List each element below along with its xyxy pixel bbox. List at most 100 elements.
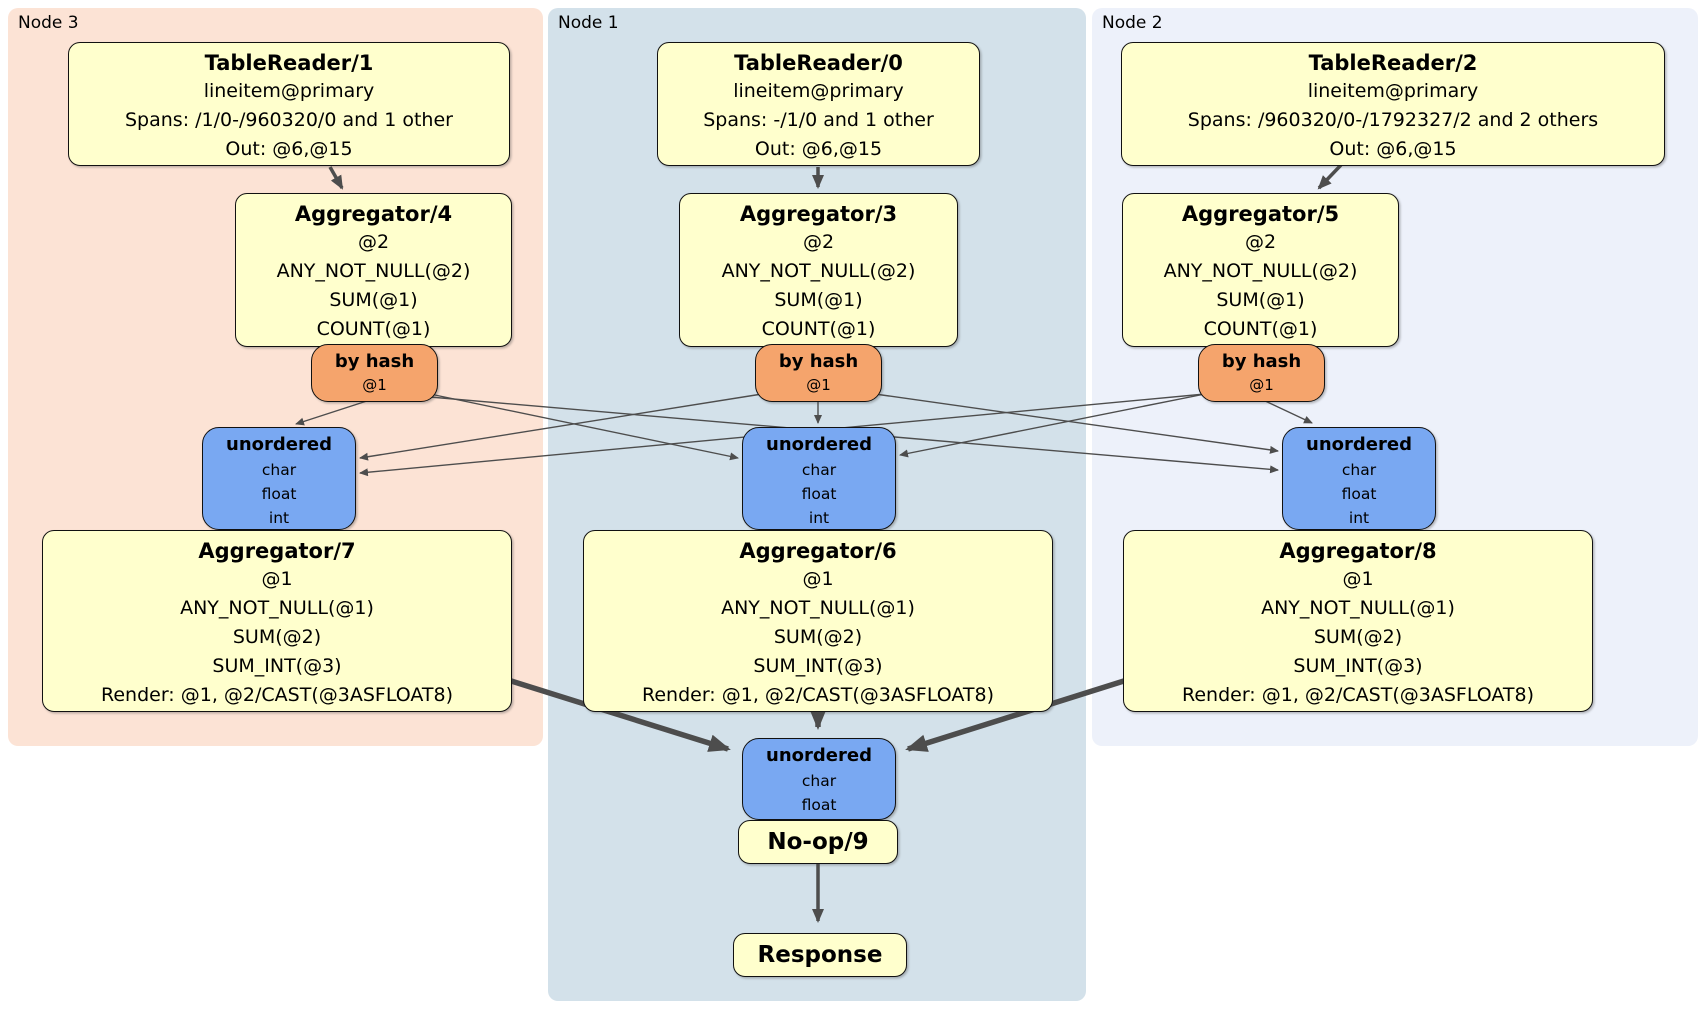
box-title: Aggregator/7 <box>198 539 356 563</box>
box-line: SUM(@1) <box>774 289 863 311</box>
sync-title: unordered <box>226 434 332 455</box>
processor-aggregator-4: Aggregator/4 @2 ANY_NOT_NULL(@2) SUM(@1)… <box>235 193 512 347</box>
box-line: COUNT(@1) <box>1203 318 1318 340</box>
sync-unordered-final: unordered char float <box>742 738 896 820</box>
sync-unordered-node3: unordered char float int <box>202 427 356 530</box>
box-line: ANY_NOT_NULL(@2) <box>1163 260 1358 282</box>
sync-title: unordered <box>1306 434 1412 455</box>
edge-byhash1-to-sync3 <box>359 393 763 461</box>
sync-unordered-node2: unordered char float int <box>1282 427 1436 530</box>
edge-byhash3-to-sync3 <box>295 398 374 426</box>
edge-tr2-to-agg5 <box>1317 163 1343 190</box>
box-title: Aggregator/8 <box>1279 539 1437 563</box>
sync-line: int <box>808 509 830 527</box>
processor-aggregator-3: Aggregator/3 @2 ANY_NOT_NULL(@2) SUM(@1)… <box>679 193 958 347</box>
box-line: SUM_INT(@3) <box>1293 655 1423 677</box>
processor-aggregator-6: Aggregator/6 @1 ANY_NOT_NULL(@1) SUM(@2)… <box>583 530 1053 712</box>
box-line: SUM(@2) <box>773 626 863 648</box>
box-title: TableReader/1 <box>204 51 374 75</box>
box-title: No-op/9 <box>767 829 869 855</box>
box-line: SUM(@2) <box>1313 626 1403 648</box>
edge-byhash3-to-sync1 <box>429 393 739 461</box>
box-title: Aggregator/6 <box>739 539 897 563</box>
edge-byhash2-to-sync2 <box>1260 398 1313 424</box>
processor-aggregator-7: Aggregator/7 @1 ANY_NOT_NULL(@1) SUM(@2)… <box>42 530 512 712</box>
sync-line: float <box>801 485 837 503</box>
processor-noop-9: No-op/9 <box>738 820 898 864</box>
box-line: ANY_NOT_NULL(@1) <box>721 597 915 619</box>
router-line: @1 <box>806 376 831 394</box>
box-line: Render: @1, @2/CAST(@3ASFLOAT8) <box>101 684 453 706</box>
region-node3-label: Node 3 <box>18 13 79 33</box>
box-line: @1 <box>802 568 834 590</box>
box-line: Spans: -/1/0 and 1 other <box>703 109 934 131</box>
box-line: @1 <box>1342 568 1374 590</box>
sync-line: char <box>1341 461 1377 479</box>
box-line: SUM(@1) <box>1216 289 1305 311</box>
box-line: Render: @1, @2/CAST(@3ASFLOAT8) <box>642 684 994 706</box>
router-title: by hash <box>778 351 859 372</box>
processor-tablereader-2: TableReader/2 lineitem@primary Spans: /9… <box>1121 42 1665 166</box>
sync-line: char <box>801 461 837 479</box>
processor-tablereader-1: TableReader/1 lineitem@primary Spans: /1… <box>68 42 510 166</box>
router-title: by hash <box>1221 351 1302 372</box>
box-line: SUM(@2) <box>232 626 322 648</box>
sync-line: float <box>801 796 837 814</box>
sync-title: unordered <box>766 434 872 455</box>
processor-aggregator-8: Aggregator/8 @1 ANY_NOT_NULL(@1) SUM(@2)… <box>1123 530 1593 712</box>
sync-line: char <box>261 461 297 479</box>
box-line: @1 <box>261 568 293 590</box>
box-line: Spans: /960320/0-/1792327/2 and 2 others <box>1187 109 1599 131</box>
router-title: by hash <box>334 351 415 372</box>
processor-tablereader-0: TableReader/0 lineitem@primary Spans: -/… <box>657 42 980 166</box>
box-line: Out: @6,@15 <box>754 138 883 160</box>
region-node2-label: Node 2 <box>1102 13 1163 33</box>
sync-line: int <box>268 509 290 527</box>
box-title: Response <box>757 942 883 968</box>
box-title: Aggregator/4 <box>294 202 453 226</box>
edge-byhash2-to-sync1 <box>899 393 1206 458</box>
box-line: Out: @6,@15 <box>225 138 353 160</box>
sync-line: float <box>261 485 297 503</box>
sync-title: unordered <box>766 745 872 766</box>
edge-byhash1-to-sync2 <box>874 393 1279 454</box>
edge-tr1-to-agg4 <box>328 166 344 190</box>
edge-agg7-to-syncfinal <box>507 677 731 752</box>
box-line: Render: @1, @2/CAST(@3ASFLOAT8) <box>1182 684 1534 706</box>
box-title: TableReader/0 <box>734 51 903 75</box>
router-line: @1 <box>1249 376 1274 394</box>
router-by-hash-node3: by hash @1 <box>311 344 438 402</box>
edge-agg8-to-syncfinal <box>905 677 1128 752</box>
sync-line: float <box>1341 485 1377 503</box>
box-line: ANY_NOT_NULL(@2) <box>276 260 471 282</box>
box-line: @2 <box>1244 231 1277 253</box>
box-line: @2 <box>357 231 390 253</box>
box-line: COUNT(@1) <box>316 318 431 340</box>
box-line: Spans: /1/0-/960320/0 and 1 other <box>125 109 453 131</box>
box-line: SUM(@1) <box>329 289 418 311</box>
box-title: Aggregator/5 <box>1181 202 1340 226</box>
sync-line: char <box>801 772 837 790</box>
box-line: lineitem@primary <box>733 80 904 102</box>
router-by-hash-node2: by hash @1 <box>1198 344 1325 402</box>
router-by-hash-node1: by hash @1 <box>755 344 882 402</box>
response-box: Response <box>733 933 907 977</box>
box-title: Aggregator/3 <box>739 202 898 226</box>
box-line: ANY_NOT_NULL(@2) <box>721 260 916 282</box>
box-title: TableReader/2 <box>1308 51 1478 75</box>
sync-line: int <box>1348 509 1370 527</box>
sync-unordered-node1: unordered char float int <box>742 427 896 530</box>
box-line: lineitem@primary <box>1307 80 1479 102</box>
box-line: SUM_INT(@3) <box>212 655 342 677</box>
box-line: SUM_INT(@3) <box>753 655 883 677</box>
box-line: @2 <box>802 231 835 253</box>
box-line: ANY_NOT_NULL(@1) <box>180 597 374 619</box>
box-line: COUNT(@1) <box>761 318 876 340</box>
router-line: @1 <box>362 376 387 394</box>
box-line: ANY_NOT_NULL(@1) <box>1261 597 1455 619</box>
box-line: lineitem@primary <box>203 80 375 102</box>
region-node1-label: Node 1 <box>558 13 619 33</box>
box-line: Out: @6,@15 <box>1329 138 1457 160</box>
